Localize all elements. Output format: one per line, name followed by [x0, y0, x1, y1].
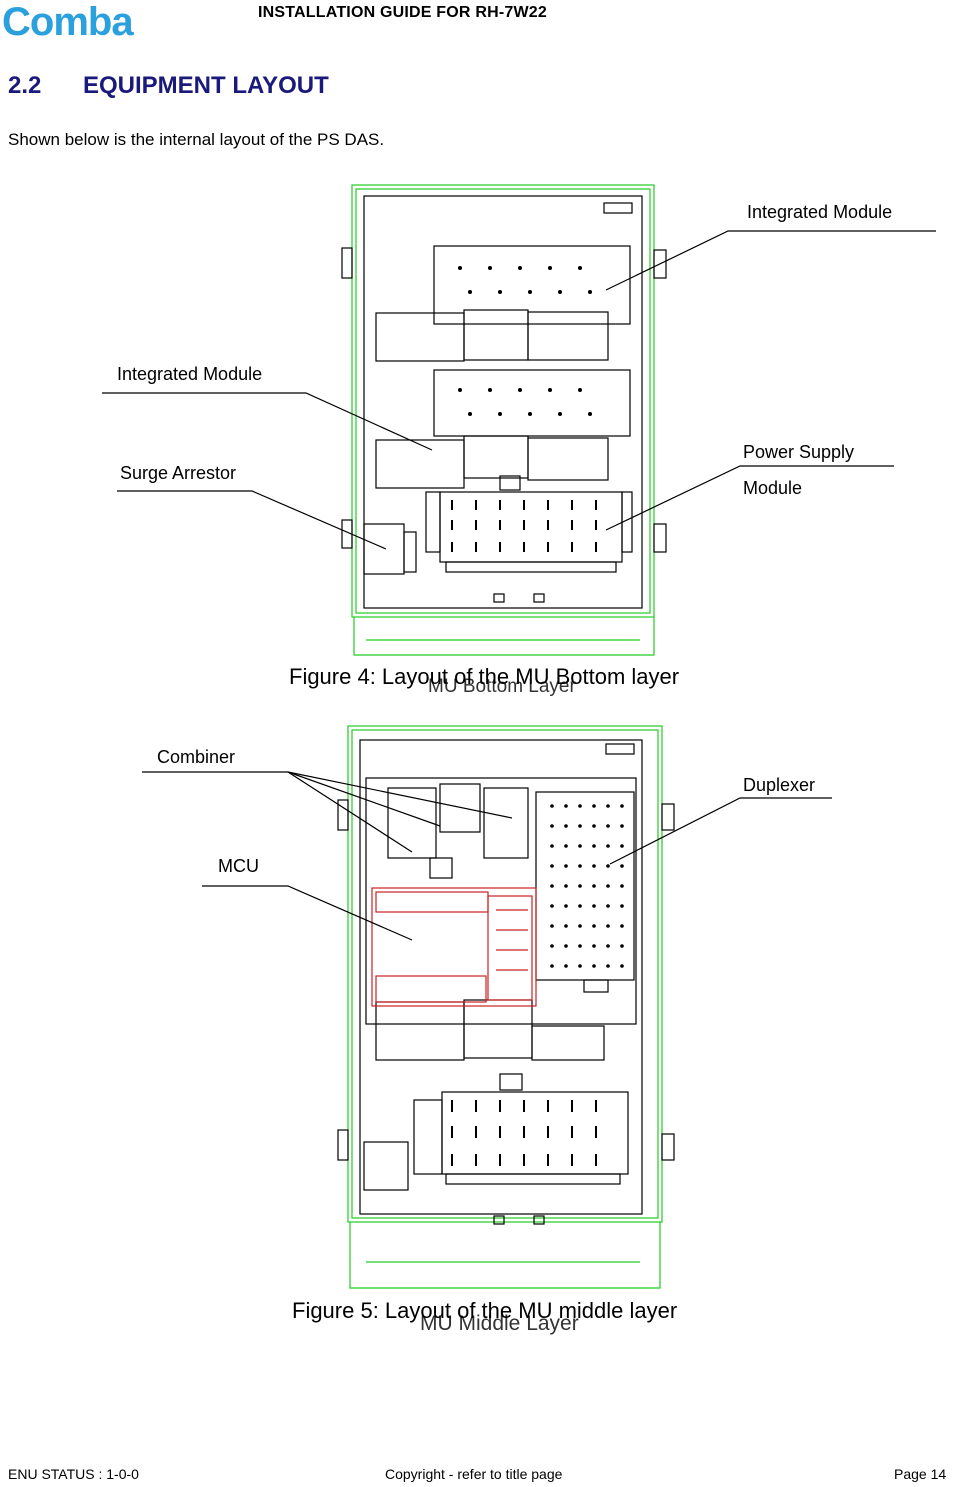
callout-duplexer: Duplexer [743, 775, 816, 795]
footer-page-number: Page 14 [894, 1466, 947, 1482]
figure5-caption: Figure 5: Layout of the MU middle layer [292, 1298, 678, 1323]
footer-status: ENU STATUS : 1-0-0 [8, 1466, 139, 1482]
callout-combiner: Combiner [157, 747, 236, 767]
comba-logo: Comba [2, 2, 135, 40]
figure4-drawing [102, 184, 936, 656]
callout-integrated-module-left: Integrated Module [117, 364, 263, 384]
callout-surge-arrestor: Surge Arrestor [120, 463, 237, 483]
intro-text: Shown below is the internal layout of th… [8, 130, 385, 149]
callout-mcu: MCU [218, 856, 259, 876]
callout-integrated-module-top: Integrated Module [747, 202, 893, 222]
svg-text:Comba: Comba [2, 2, 134, 40]
section-title: EQUIPMENT LAYOUT [83, 72, 329, 99]
figure4-drawing-label: MU Bottom Layer [428, 676, 576, 697]
callout-power-supply-line2: Module [743, 478, 803, 498]
callout-power-supply-line1: Power Supply [743, 442, 855, 462]
figure4-caption: Figure 4: Layout of the MU Bottom layer [289, 664, 680, 689]
footer-copyright: Copyright - refer to title page [385, 1466, 563, 1482]
section-number: 2.2 [8, 72, 42, 99]
figure5-drawing-label: MU Middle Layer [420, 1312, 579, 1335]
figure5-drawing [142, 725, 832, 1289]
document-title: INSTALLATION GUIDE FOR RH-7W22 [258, 4, 547, 21]
